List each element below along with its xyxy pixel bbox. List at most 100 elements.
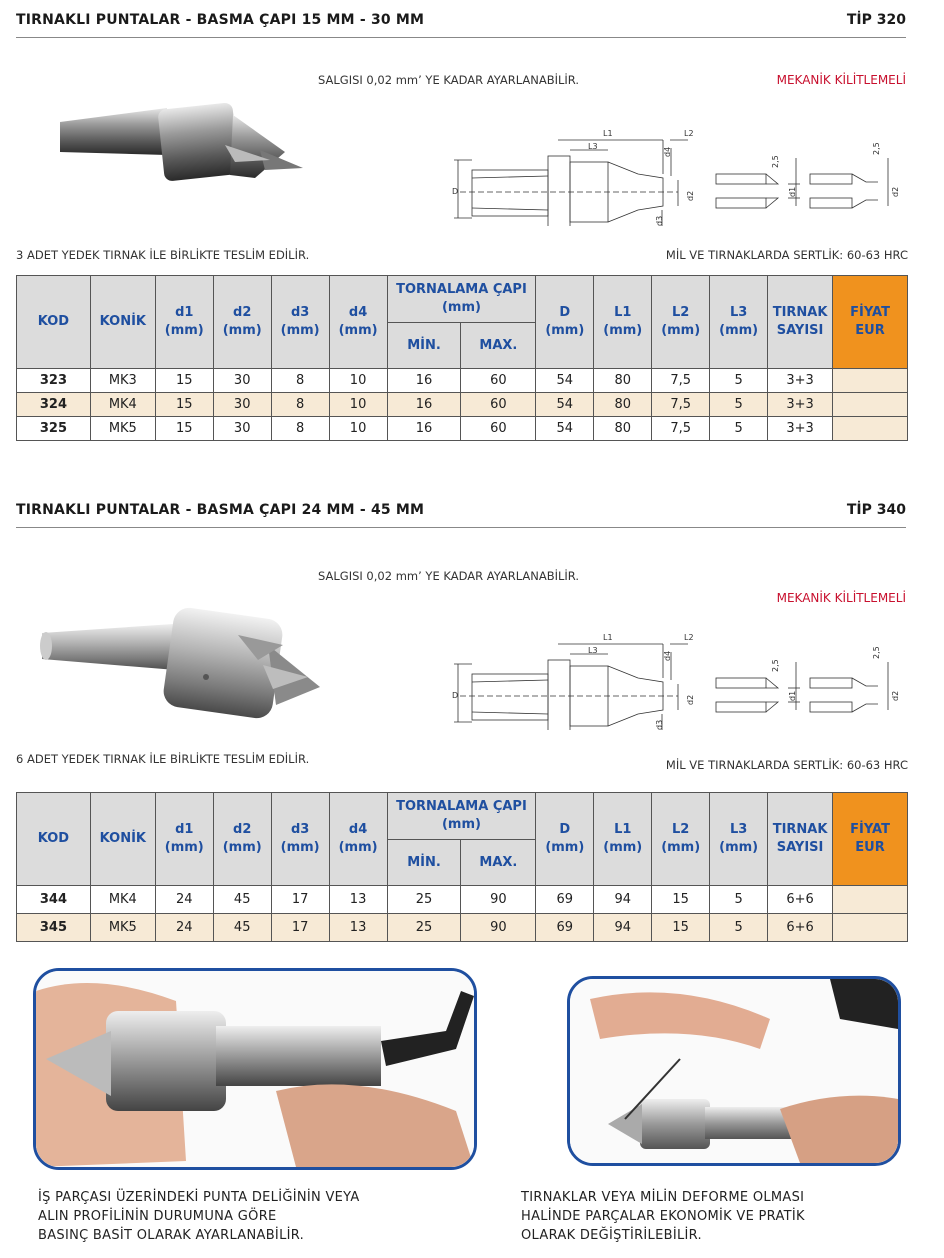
caption-line: TIRNAKLAR VEYA MİLİN DEFORME OLMASI [521,1190,805,1205]
table-cell: 45 [212,885,272,914]
technical-drawing-tip340: D L1 L2 L3 d4 d2 d3 2,5 d1 2,5 d2 [452,633,900,730]
table-cell: 10 [328,392,388,417]
dim-2-5: 2,5 [872,646,881,659]
section-title: TIRNAKLI PUNTALAR - BASMA ÇAPI 15 MM - 3… [16,12,425,28]
table-cell: 15 [154,392,214,417]
dim-D: D [452,187,458,196]
dim-D: D [452,691,458,700]
table-cell: 13 [328,885,388,914]
col-d3: d3(mm) [270,792,330,886]
table-cell: 16 [386,368,462,393]
table-cell: 94 [593,913,653,942]
dim-L2: L2 [684,129,694,138]
col-L2: L2(mm) [651,275,711,369]
dim-d4: d4 [663,147,672,157]
col-max: MAX. [460,322,537,369]
dim-d3: d3 [655,720,664,730]
table-cell: 16 [386,392,462,417]
table-cell: 24 [154,885,214,914]
table-cell: 6+6 [767,913,834,942]
col-L3: L3(mm) [709,792,769,886]
usage-photo-adjust [33,968,477,1170]
locking-note: MEKANİK KİLİTLEMELİ [776,73,906,87]
caption-line: BASINÇ BASİT OLARAK AYARLANABİLİR. [38,1228,305,1243]
table-cell: 15 [651,913,711,942]
col-d2: d2(mm) [212,275,272,369]
dim-2-5: 2,5 [771,659,780,672]
col-min: MİN. [386,839,462,886]
table-cell: 30 [212,416,272,441]
table-cell: 25 [386,885,462,914]
table-cell: 7,5 [651,416,711,441]
table-cell: 5 [709,416,769,441]
col-D: D(mm) [535,792,595,886]
table-cell: 69 [535,913,595,942]
table-cell: 80 [593,416,653,441]
table-cell: MK3 [89,368,156,393]
col-min: MİN. [386,322,462,369]
table-cell: 45 [212,913,272,942]
usage-photo-replace [567,976,901,1166]
dim-d1: d1 [788,187,797,197]
hardness-note: MİL VE TIRNAKLARDA SERTLİK: 60-63 HRC [665,758,908,772]
product-image-tip340 [40,607,320,719]
caption-line: HALİNDE PARÇALAR EKONOMİK VE PRATİK [521,1209,805,1224]
col-kod: KOD [16,792,91,886]
runout-note: SALGISI 0,02 mm’ YE KADAR AYARLANABİLİR. [318,569,580,583]
table-cell: 54 [535,368,595,393]
dim-L2: L2 [684,633,694,642]
section-title: TIRNAKLI PUNTALAR - BASMA ÇAPI 24 MM - 4… [16,502,425,518]
col-d1: d1(mm) [154,275,214,369]
table-cell: 6+6 [767,885,834,914]
table-cell: 7,5 [651,368,711,393]
table-cell: 345 [16,913,91,942]
col-L3: L3(mm) [709,275,769,369]
table-cell: 3+3 [767,368,834,393]
table-cell: 10 [328,368,388,393]
spare-note: 6 ADET YEDEK TIRNAK İLE BİRLİKTE TESLİM … [16,752,310,766]
table-cell: 5 [709,368,769,393]
col-kod: KOD [16,275,91,369]
price-cell [832,392,908,417]
table-cell: 17 [270,913,330,942]
table-cell: 324 [16,392,91,417]
table-cell: 3+3 [767,416,834,441]
table-cell: MK5 [89,416,156,441]
price-cell [832,368,908,393]
col-d2: d2(mm) [212,792,272,886]
table-cell: 94 [593,885,653,914]
table-cell: 60 [460,368,537,393]
type-label: TİP 340 [846,502,906,518]
col-konik: KONİK [89,275,156,369]
caption-line: İŞ PARÇASI ÜZERİNDEKİ PUNTA DELİĞİNİN VE… [38,1190,360,1205]
dim-2-5: 2,5 [872,142,881,155]
table-cell: 8 [270,392,330,417]
table-cell: 15 [154,416,214,441]
col-D: D(mm) [535,275,595,369]
dim-L3: L3 [588,142,598,151]
table-cell: 3+3 [767,392,834,417]
caption-line: ALIN PROFİLİNİN DURUMUNA GÖRE [38,1209,277,1224]
col-tornalama: TORNALAMA ÇAPI(mm) [386,275,537,323]
table-cell: 80 [593,392,653,417]
table-cell: 15 [651,885,711,914]
col-d4: d4(mm) [328,275,388,369]
hardness-note: MİL VE TIRNAKLARDA SERTLİK: 60-63 HRC [665,248,908,262]
table-cell: 323 [16,368,91,393]
price-cell [832,416,908,441]
locking-note: MEKANİK KİLİTLEMELİ [776,591,906,605]
caption-line: OLARAK DEĞİŞTİRİLEBİLİR. [521,1228,702,1243]
table-cell: 60 [460,392,537,417]
table-cell: 5 [709,392,769,417]
table-cell: 60 [460,416,537,441]
table-cell: 90 [460,913,537,942]
col-d4: d4(mm) [328,792,388,886]
col-konik: KONİK [89,792,156,886]
dim-L1: L1 [603,633,613,642]
